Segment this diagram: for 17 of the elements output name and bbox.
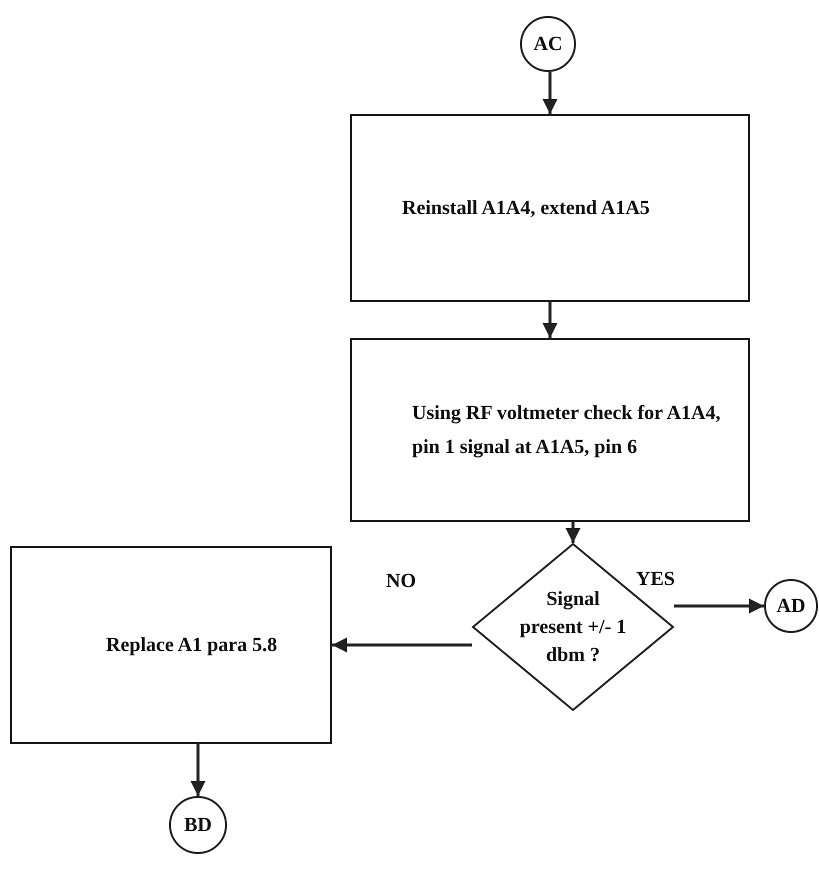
connector-label: AC [534,32,562,57]
step-text: Replace A1 para 5.8 [106,633,278,658]
step-text: Using RF voltmeter check for A1A4, pin 1 signal at A1A5, pin 6 [412,401,722,460]
arrow [542,72,558,114]
step-text: Signal present +/- 1 dbm ? [518,587,628,668]
arrow [542,302,558,338]
connector-label: AD [776,594,806,619]
step-text: Reinstall A1A4, extend A1A5 [402,196,650,221]
process-box [350,114,750,302]
process-box [10,546,332,744]
arrow [674,598,764,614]
arrow [566,522,580,543]
connector-circle [764,579,818,633]
process-box [350,338,750,522]
arrow [332,638,472,652]
arrow [190,744,206,796]
connector-label: BD [184,813,212,838]
